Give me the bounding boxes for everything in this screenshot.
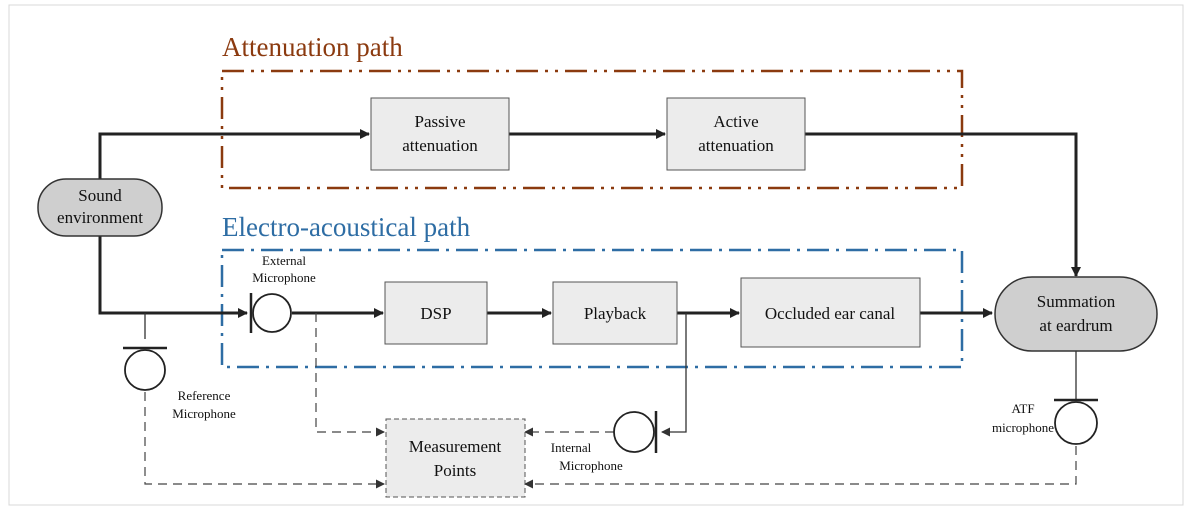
dashed-reference-to-measurement	[144, 392, 385, 489]
line-env-to-external-mic	[98, 236, 248, 318]
occluded-label: Occluded ear canal	[765, 304, 896, 323]
reference-mic-label-2: Microphone	[172, 406, 236, 421]
line-env-to-passive	[98, 129, 370, 179]
summation-node: Summation at eardrum	[994, 276, 1158, 352]
dsp-box: DSP	[384, 281, 488, 345]
atf-mic-label-2: microphone	[992, 420, 1054, 435]
active-attenuation-box: Active attenuation	[666, 97, 806, 171]
attenuation-path-title: Attenuation path	[222, 32, 403, 62]
measurement-lines	[144, 313, 1077, 489]
reference-microphone-icon	[123, 346, 167, 391]
electro-acoustical-path-title: Electro-acoustical path	[222, 212, 471, 242]
line-playback-to-internal-mic	[661, 313, 687, 437]
atf-microphone-icon	[1054, 398, 1098, 445]
sound-env-label-2: environment	[57, 208, 143, 227]
measurement-label-1: Measurement	[409, 437, 502, 456]
external-mic-label-1: External	[262, 253, 306, 268]
passive-label-2: attenuation	[402, 136, 478, 155]
internal-mic-label-2: Microphone	[559, 458, 623, 473]
occluded-ear-canal-box: Occluded ear canal	[740, 277, 921, 348]
playback-box: Playback	[552, 281, 678, 345]
thin-lines	[144, 313, 1077, 437]
active-label-1: Active	[713, 112, 758, 131]
playback-label: Playback	[584, 304, 647, 323]
internal-microphone-icon	[613, 411, 658, 453]
external-mic-label-2: Microphone	[252, 270, 316, 285]
summation-label-2: at eardrum	[1039, 316, 1112, 335]
summation-label-1: Summation	[1037, 292, 1116, 311]
reference-mic-label-1: Reference	[178, 388, 231, 403]
passive-attenuation-box: Passive attenuation	[370, 97, 510, 171]
electro-acoustical-path-group	[220, 248, 964, 369]
atf-mic-label-1: ATF	[1011, 401, 1034, 416]
line-active-to-summation	[805, 132, 1081, 277]
dsp-label: DSP	[420, 304, 451, 323]
measurement-points-box: Measurement Points	[385, 418, 526, 498]
dashed-external-to-measurement	[315, 313, 385, 437]
sound-env-label-1: Sound	[78, 186, 122, 205]
internal-mic-label-1: Internal	[551, 440, 592, 455]
passive-label-1: Passive	[415, 112, 466, 131]
measurement-label-2: Points	[434, 461, 477, 480]
signal-lines	[98, 129, 1081, 318]
dashed-atf-to-measurement	[524, 446, 1077, 489]
attenuation-path-group	[220, 69, 964, 190]
figure-frame	[8, 4, 1184, 506]
external-microphone-icon	[249, 293, 292, 333]
active-label-2: attenuation	[698, 136, 774, 155]
sound-environment-node: Sound environment	[37, 178, 163, 237]
